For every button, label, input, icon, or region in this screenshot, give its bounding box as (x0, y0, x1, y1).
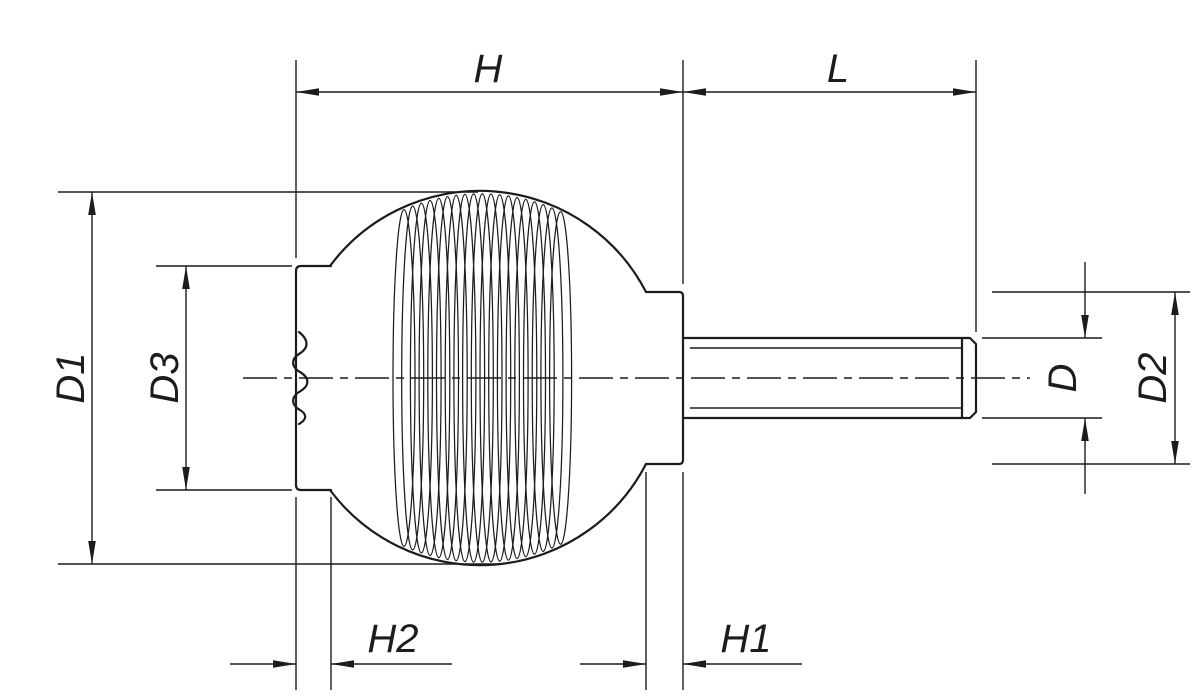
dimension-label-h2: H2 (367, 617, 418, 661)
knurl-rib (418, 199, 442, 557)
dimension-label-d3: D3 (143, 352, 187, 403)
ball-upper-arc (328, 189, 648, 294)
dimension-d3: D3 (143, 265, 292, 491)
dimension-d2: D2 (992, 291, 1190, 465)
collar-outline (294, 264, 333, 492)
dimension-label-h: H (474, 47, 503, 91)
dimension-h1: H1 (580, 472, 802, 690)
knurl-rib (444, 194, 468, 562)
collar-recess-wavy-line (292, 330, 309, 426)
knurl-rib (531, 203, 555, 553)
dimension-d: D (982, 262, 1102, 494)
knurl-rib (435, 195, 460, 561)
dimension-label-d: D (1041, 364, 1085, 393)
thread-outer-profile (681, 336, 978, 420)
dimension-label-h1: H1 (720, 617, 771, 661)
knurl-rib (453, 193, 477, 563)
knurl-rib (540, 207, 564, 549)
knurl-rib (488, 194, 512, 562)
knurl-rib (427, 197, 451, 559)
knurl-rib (496, 195, 521, 561)
knurl-rib (461, 193, 486, 563)
knurl-rib (470, 193, 494, 563)
knurl-rib (514, 198, 538, 558)
dimension-label-l: L (827, 47, 849, 91)
knurl-pattern (392, 193, 573, 563)
knurl-rib (409, 202, 434, 554)
neck-outline (644, 290, 685, 466)
dimension-d1: D1 (49, 191, 500, 565)
dimension-label-d2: D2 (1131, 352, 1175, 403)
knurl-rib (548, 211, 573, 545)
ball-lower-arc (328, 462, 648, 567)
knurl-rib (479, 193, 503, 563)
dimension-h: H (295, 47, 684, 284)
knurl-rib (401, 205, 425, 551)
dimension-label-d1: D1 (49, 352, 93, 403)
dimension-l: L (683, 47, 977, 332)
knurl-rib (392, 209, 416, 547)
dimension-h2: H2 (230, 497, 452, 690)
threaded-stud (681, 336, 978, 420)
knurl-rib (522, 201, 547, 555)
knurl-rib (505, 196, 529, 560)
